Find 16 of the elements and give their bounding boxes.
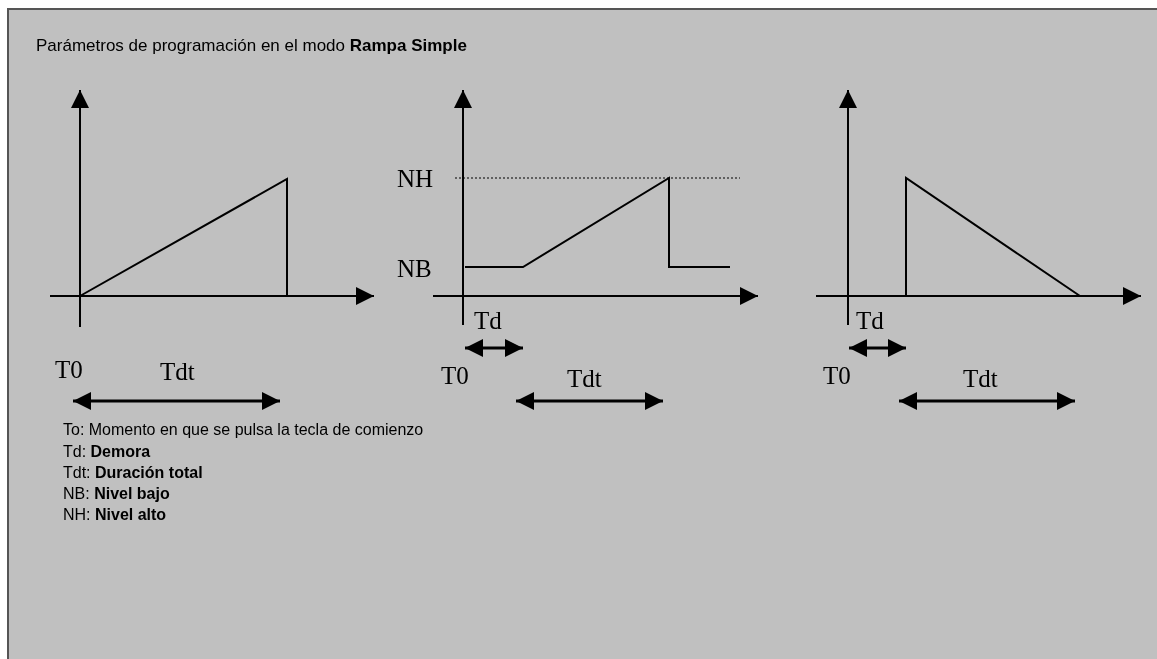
note-text: Td: Demora [63,442,151,462]
axis-label: Td [474,308,502,334]
axis-label: T0 [823,363,851,389]
axis-label: T0 [441,363,469,389]
axis-label: NB [397,256,432,282]
axis-label: T0 [55,357,83,383]
note-text: NH: Nivel alto [63,505,167,525]
note-text: To: Momento en que se pulsa la tecla de comienzo [63,420,424,440]
title: Parámetros de programación en el modo Rampa Simple [36,36,467,56]
axis-label: NH [397,166,434,192]
axis-label: Td [856,308,884,334]
axis-label: Tdt [160,359,195,385]
axis-label: Tdt [567,366,602,392]
note-text: Tdt: Duración total [63,463,203,483]
note-text: NB: Nivel bajo [63,484,170,504]
axis-label: Tdt [963,366,998,392]
